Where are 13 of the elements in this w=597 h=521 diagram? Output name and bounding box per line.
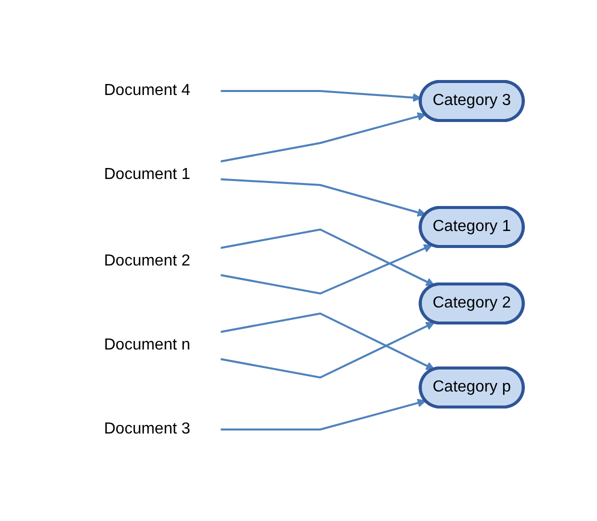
node-text: Document 2 [104,252,190,270]
arrow [220,399,426,431]
arrow [220,90,422,102]
node-text: Document n [104,336,190,354]
arrow [220,112,426,163]
arrow [220,228,435,286]
arrow [220,244,432,295]
node-text: Document 3 [104,420,190,438]
node-text: Document 1 [104,166,190,184]
node-text: Document 4 [104,82,190,100]
arrow [220,322,435,379]
arrow [220,178,426,217]
arrow [220,312,435,370]
